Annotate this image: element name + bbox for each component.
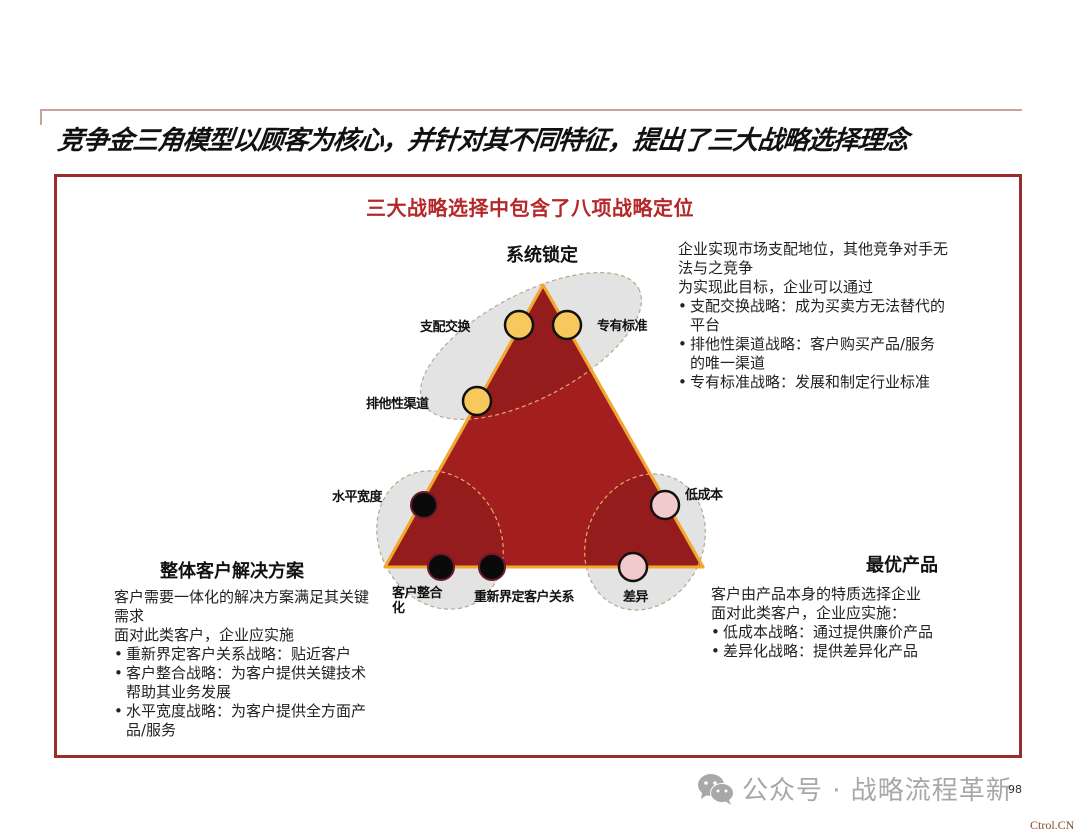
node-label-proprietary-standard: 专有标准	[597, 319, 648, 334]
node-restricted-access	[461, 385, 493, 417]
frame-title: 三大战略选择中包含了八项战略定位	[0, 192, 1080, 221]
desc-bullet: 排他性渠道战略：客户购买产品/服务的唯一渠道	[678, 335, 948, 373]
node-differentiation	[617, 551, 649, 583]
desc-intro: 为实现此目标，企业可以通过	[678, 278, 874, 296]
title-rule-tick	[40, 109, 42, 125]
frame-title-text: 三大战略选择中包含了八项战略定位	[366, 196, 694, 220]
desc-bullet: 专有标准战略：发展和制定行业标准	[678, 373, 948, 392]
desc-bullet-list: 支配交换战略：成为买卖方无法替代的平台 排他性渠道战略：客户购买产品/服务的唯一…	[678, 297, 948, 392]
desc-total-solution: 客户需要一体化的解决方案满足其关键需求 面对此类客户，企业应实施 重新界定客户关…	[114, 588, 379, 740]
desc-intro: 面对此类客户，企业应实施	[114, 626, 295, 644]
title-rule	[40, 109, 1022, 111]
watermark-text: 公众号 · 战略流程革新	[742, 776, 1013, 806]
node-horizontal-breadth	[410, 491, 438, 519]
node-dominant-exchange	[503, 309, 535, 341]
desc-intro: 面对此类客户，企业应实施：	[711, 604, 907, 622]
node-redefine-relationship	[478, 553, 506, 581]
desc-intro: 客户需要一体化的解决方案满足其关键需求	[114, 588, 370, 625]
corner-title-total-solution: 整体客户解决方案	[160, 561, 304, 582]
page-number: 98	[1008, 783, 1022, 796]
watermark: 公众号 · 战略流程革新	[696, 770, 1013, 807]
node-label-low-cost: 低成本	[685, 488, 723, 503]
site-mark: Ctrol.CN	[1030, 818, 1075, 832]
desc-best-product: 客户由产品本身的特质选择企业 面对此类客户，企业应实施： 低成本战略：通过提供廉…	[711, 585, 946, 661]
node-label-differentiation: 差异	[623, 590, 649, 605]
desc-bullet-list: 重新界定客户关系战略：贴近客户 客户整合战略：为客户提供关键技术帮助其业务发展 …	[114, 645, 379, 740]
desc-bullet: 客户整合战略：为客户提供关键技术帮助其业务发展	[114, 664, 379, 702]
node-customer-integration	[427, 553, 455, 581]
wechat-icon	[698, 773, 734, 805]
strategy-nodes	[410, 309, 681, 583]
desc-system-lockin: 企业实现市场支配地位，其他竞争对手无法与之竞争 为实现此目标，企业可以通过 支配…	[678, 240, 948, 392]
node-label-horizontal-breadth: 水平宽度	[332, 490, 383, 505]
content-frame	[54, 174, 1022, 758]
node-label-restricted-access: 排他性渠道	[366, 397, 429, 412]
corner-title-system-lockin: 系统锁定	[506, 245, 578, 266]
node-label-redefine-relationship: 重新界定客户关系	[474, 590, 575, 605]
desc-bullet: 重新界定客户关系战略：贴近客户	[114, 645, 379, 664]
desc-intro: 企业实现市场支配地位，其他竞争对手无法与之竞争	[678, 240, 949, 277]
node-label-customer-integration: 客户整合化	[392, 586, 443, 616]
desc-bullet: 支配交换战略：成为买卖方无法替代的平台	[678, 297, 948, 335]
desc-bullet: 差异化战略：提供差异化产品	[711, 642, 946, 661]
node-proprietary-standard	[551, 309, 583, 341]
node-low-cost	[649, 489, 681, 521]
desc-intro: 客户由产品本身的特质选择企业	[711, 585, 922, 603]
desc-bullet-list: 低成本战略：通过提供廉价产品 差异化战略：提供差异化产品	[711, 623, 946, 661]
desc-bullet: 水平宽度战略：为客户提供全方面产品/服务	[114, 702, 379, 740]
corner-title-best-product: 最优产品	[866, 555, 938, 576]
node-label-dominant-exchange: 支配交换	[420, 320, 471, 335]
desc-bullet: 低成本战略：通过提供廉价产品	[711, 623, 946, 642]
